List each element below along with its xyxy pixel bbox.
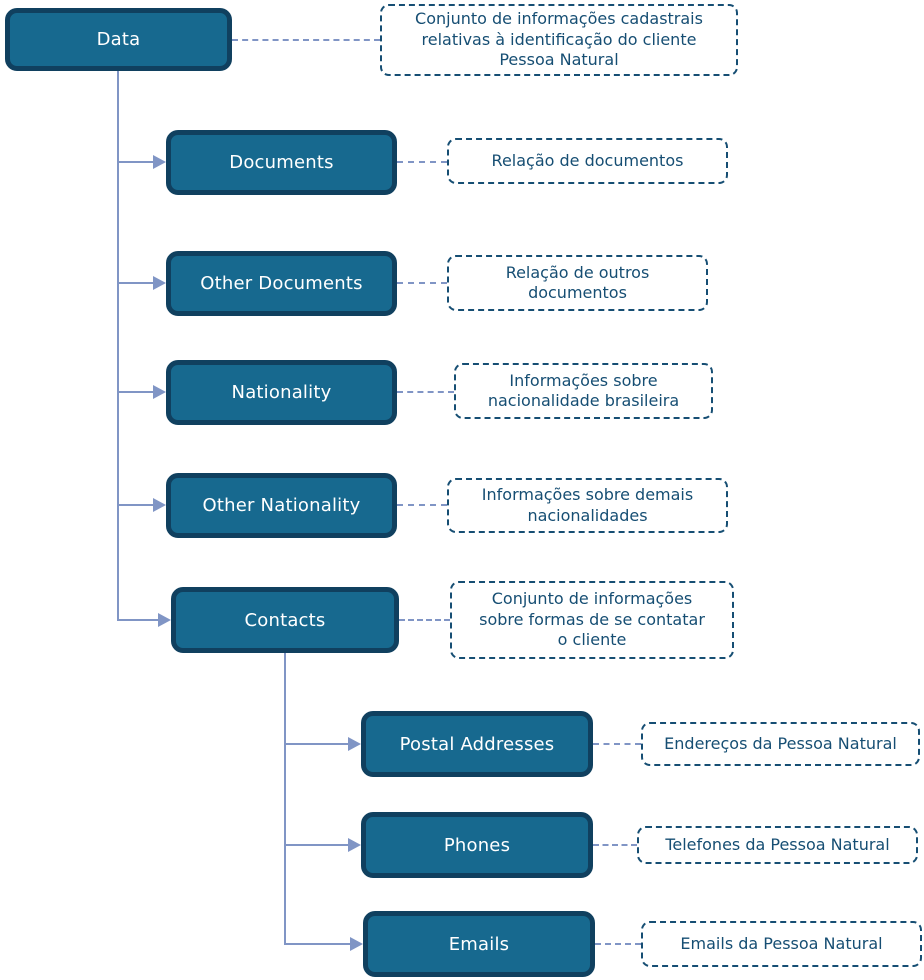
annotation-link-emails (595, 943, 641, 945)
node-other-nationality: Other Nationality (166, 473, 397, 538)
annotation-link-documents (397, 161, 447, 163)
annotation-other-nationality: Informações sobre demais nacionalidades (447, 478, 728, 533)
trunk-line-data (117, 71, 119, 621)
node-other-documents-label: Other Documents (200, 273, 363, 294)
node-emails-label: Emails (448, 933, 510, 955)
branch-line-phones (284, 844, 348, 846)
annotation-postal-addresses: Endereços da Pessoa Natural (641, 722, 920, 766)
annotation-emails-text: Emails da Pessoa Natural (680, 933, 883, 953)
node-postal-addresses: Postal Addresses (361, 711, 593, 777)
node-nationality: Nationality (166, 360, 397, 425)
arrowhead-nationality-icon (153, 385, 166, 399)
annotation-other-nationality-text: Informações sobre demais nacionalidades (481, 485, 694, 525)
annotation-contacts: Conjunto de informações sobre formas de … (450, 581, 734, 659)
annotation-link-data (232, 39, 380, 41)
node-documents-label: Documents (229, 152, 334, 173)
annotation-postal-addresses-text: Endereços da Pessoa Natural (664, 733, 897, 753)
annotation-data-text: Conjunto de informações cadastrais relat… (415, 9, 703, 70)
annotation-link-nationality (397, 391, 454, 393)
annotation-documents-text: Relação de documentos (491, 150, 684, 170)
node-emails: Emails (363, 911, 595, 977)
annotation-documents: Relação de documentos (447, 138, 728, 184)
arrowhead-other-nationality-icon (153, 498, 166, 512)
branch-line-documents (117, 161, 153, 163)
arrowhead-other-documents-icon (153, 276, 166, 290)
arrowhead-postal-addresses-icon (348, 737, 361, 751)
node-other-nationality-label: Other Nationality (202, 495, 361, 516)
branch-line-postal-addresses (284, 743, 348, 745)
node-postal-addresses-label: Postal Addresses (399, 733, 555, 755)
annotation-other-documents-text: Relação de outros documentos (505, 262, 650, 302)
node-nationality-label: Nationality (231, 382, 332, 403)
annotation-other-documents: Relação de outros documentos (447, 255, 708, 311)
annotation-phones: Telefones da Pessoa Natural (637, 826, 918, 864)
trunk-line-contacts (284, 653, 286, 945)
annotation-data: Conjunto de informações cadastrais relat… (380, 4, 738, 76)
annotation-contacts-text: Conjunto de informações sobre formas de … (479, 589, 705, 650)
annotation-nationality-text: Informações sobre nacionalidade brasilei… (487, 370, 680, 410)
branch-line-contacts (117, 619, 158, 621)
branch-line-nationality (117, 391, 153, 393)
annotation-nationality: Informações sobre nacionalidade brasilei… (454, 363, 713, 419)
node-contacts: Contacts (171, 587, 399, 653)
node-phones-label: Phones (443, 834, 511, 856)
arrowhead-phones-icon (348, 838, 361, 852)
branch-line-other-documents (117, 282, 153, 284)
annotation-link-other-nationality (397, 504, 447, 506)
annotation-link-postal-addresses (593, 743, 641, 745)
annotation-phones-text: Telefones da Pessoa Natural (665, 834, 890, 854)
node-data: Data (5, 8, 232, 71)
node-other-documents: Other Documents (166, 251, 397, 316)
node-phones: Phones (361, 812, 593, 878)
branch-line-emails (284, 943, 350, 945)
annotation-link-contacts (399, 619, 450, 621)
node-contacts-label: Contacts (244, 609, 326, 631)
arrowhead-documents-icon (153, 155, 166, 169)
arrowhead-emails-icon (350, 937, 363, 951)
annotation-link-other-documents (397, 282, 447, 284)
node-data-label: Data (96, 29, 141, 50)
annotation-link-phones (593, 844, 637, 846)
branch-line-other-nationality (117, 504, 153, 506)
arrowhead-contacts-icon (158, 613, 171, 627)
annotation-emails: Emails da Pessoa Natural (641, 921, 922, 967)
node-documents: Documents (166, 130, 397, 195)
